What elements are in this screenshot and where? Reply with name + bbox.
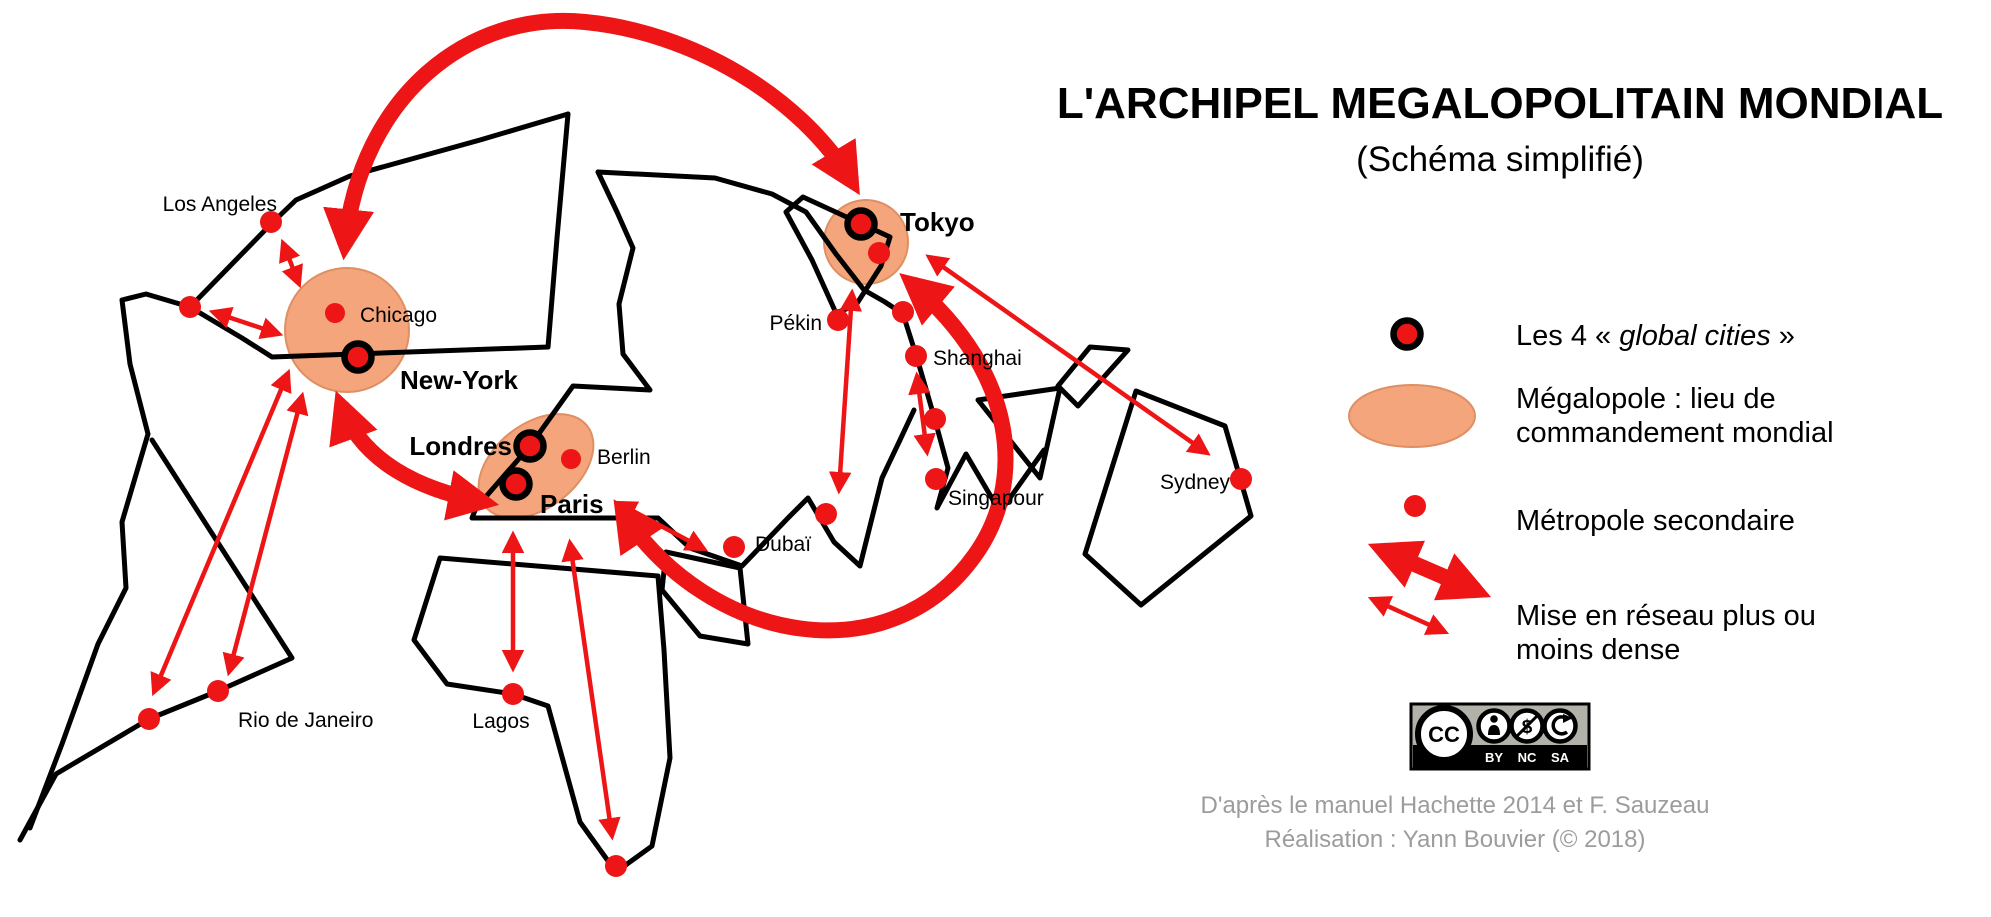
title-block: L'ARCHIPEL MEGALOPOLITAIN MONDIAL (Schém… — [1057, 79, 1943, 179]
city-label-londres: Londres — [409, 431, 512, 461]
cc-license-badge: CC $ BY NC SA — [1409, 702, 1591, 771]
city-dot-pekin — [827, 309, 849, 331]
legend: Les 4 « global cities » Mégalopole : lie… — [1348, 317, 1834, 666]
cc-sa-icon — [1542, 708, 1578, 744]
city-dot-shanghai — [905, 345, 927, 367]
arrow-newyork-tokyo-polar — [323, 12, 860, 261]
city-dot-west-coast — [179, 296, 201, 318]
arrow-europe-tokyo-southern — [613, 273, 1014, 639]
cc-by-label: BY — [1485, 750, 1503, 765]
global-city-marker-new-york — [341, 340, 375, 374]
city-label-new-york: New-York — [400, 365, 519, 395]
arrow-westcoast-megalopolis — [208, 307, 284, 339]
city-label-lagos: Lagos — [472, 710, 529, 733]
legend-secondary-metropolis-label: Métropole secondaire — [1516, 505, 1795, 537]
city-dot-lagos — [502, 683, 524, 705]
city-dot-hongkong — [924, 408, 946, 430]
legend-secondary-metropolis-icon — [1404, 495, 1426, 517]
city-label-berlin: Berlin — [597, 446, 651, 469]
cc-sa-label: SA — [1551, 750, 1570, 765]
city-label-singapour: Singapour — [948, 487, 1044, 510]
city-label-paris: Paris — [540, 489, 604, 519]
city-label-dubai: Dubaï — [755, 533, 811, 556]
arrow-paris-southafrica — [561, 538, 621, 841]
legend-megalopolis-label-line1: Mégalopole : lieu de — [1516, 383, 1776, 415]
credits-source: D'après le manuel Hachette 2014 et F. Sa… — [1201, 792, 1710, 819]
city-dot-chicago — [325, 303, 345, 323]
legend-global-cities-label: Les 4 « global cities » — [1516, 320, 1795, 352]
city-dot-sydney — [1230, 468, 1252, 490]
city-label-los-angeles: Los Angeles — [163, 193, 277, 216]
city-label-chicago: Chicago — [360, 304, 437, 327]
legend-network-label-line1: Mise en réseau plus ou — [1516, 600, 1816, 632]
cc-icon-text: CC — [1428, 722, 1460, 747]
city-dot-singapour — [925, 468, 947, 490]
cc-nc-slash-icon — [1515, 714, 1539, 738]
arrow-newyork-europe — [329, 390, 500, 521]
coastline-south-america-east — [17, 437, 295, 843]
cc-by-person-body-icon — [1488, 725, 1500, 735]
city-label-rio: Rio de Janeiro — [238, 709, 373, 732]
city-dot-mumbai — [815, 503, 837, 525]
legend-network-label-line2: moins dense — [1516, 634, 1680, 666]
city-label-tokyo: Tokyo — [900, 207, 975, 237]
continent-outlines — [17, 111, 1254, 875]
global-city-marker-paris — [499, 467, 533, 501]
cc-nc-label: NC — [1518, 750, 1537, 765]
credits-author: Réalisation : Yann Bouvier (© 2018) — [1264, 826, 1645, 853]
city-label-pekin: Pékin — [769, 312, 822, 335]
city-dot-berlin — [561, 449, 581, 469]
arrow-pekin-mumbai — [828, 288, 863, 495]
page-subtitle: (Schéma simplifié) — [1356, 140, 1644, 179]
network-arrows — [150, 12, 1211, 841]
legend-light-network-arrow-icon — [1367, 596, 1450, 635]
cc-by-person-head-icon — [1490, 715, 1498, 723]
page-title: L'ARCHIPEL MEGALOPOLITAIN MONDIAL — [1057, 79, 1943, 128]
city-dot-cape — [605, 855, 627, 877]
arrow-tokyo-sydney — [925, 254, 1211, 456]
coastline-arabia — [659, 549, 751, 647]
global-city-marker-londres — [513, 429, 547, 463]
arrow-losangeles-megalopolis — [279, 238, 303, 289]
legend-global-city-icon — [1390, 317, 1424, 351]
credits-block: D'après le manuel Hachette 2014 et F. Sa… — [1201, 792, 1710, 853]
city-labels: Los Angeles Chicago Rio de Janeiro Berli… — [163, 193, 1231, 733]
legend-megalopolis-icon — [1348, 384, 1476, 448]
cc-sa-arrow-icon — [1551, 715, 1569, 736]
city-dot-south-america — [138, 708, 160, 730]
legend-dense-network-arrow-icon — [1367, 540, 1492, 601]
megalopolis-northeast-usa — [284, 267, 410, 393]
global-city-marker-tokyo — [844, 207, 878, 241]
secondary-city-dots — [138, 211, 1252, 877]
city-dot-tokyo-bay — [868, 242, 890, 264]
city-dot-dubai — [723, 536, 745, 558]
cc-sa-arrowhead-icon — [1563, 714, 1573, 723]
coastline-asia-pacific — [595, 169, 1047, 515]
legend-megalopolis-label-line2: commandement mondial — [1516, 417, 1834, 449]
city-label-shanghai: Shanghai — [933, 347, 1022, 370]
arrow-paris-dubai — [614, 500, 708, 552]
city-dot-los-angeles — [260, 211, 282, 233]
city-dot-rio — [207, 680, 229, 702]
city-dot-china-coast — [892, 301, 914, 323]
city-label-sydney: Sydney — [1160, 471, 1231, 494]
cc-icon — [1415, 705, 1473, 763]
arrow-newyork-rio — [222, 391, 309, 677]
coastline-africa — [411, 555, 673, 875]
global-city-markers — [341, 207, 878, 501]
